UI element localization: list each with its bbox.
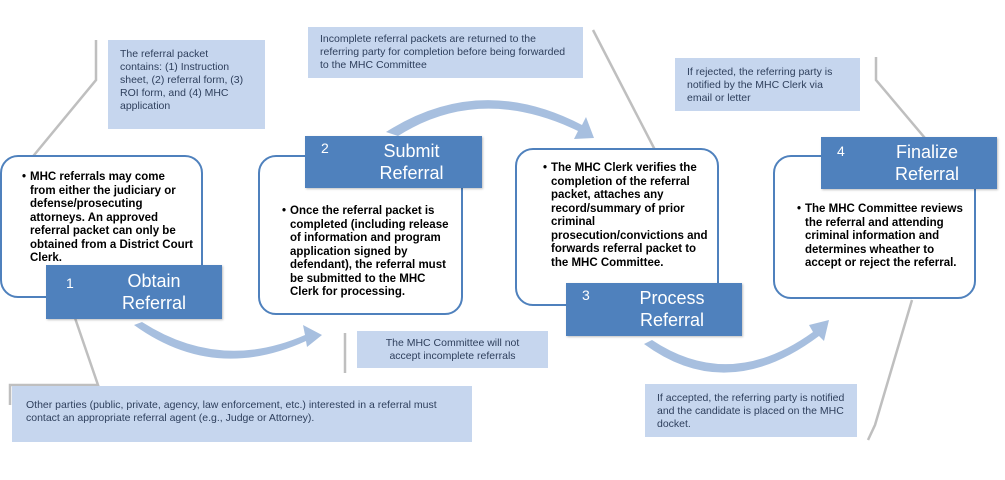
note-other-parties: Other parties (public, private, agency, … [12, 386, 472, 442]
step-3-box: The MHC Clerk verifies the completion of… [515, 148, 719, 306]
step-1-bullet: MHC referrals may come from either the j… [22, 171, 193, 266]
step-2-label: 2 Submit Referral [305, 136, 482, 188]
step-2-title-line2: Referral [379, 163, 444, 183]
step-3-title-line2: Referral [639, 310, 705, 330]
step-4-number: 4 [837, 143, 845, 159]
arc-obtain-to-submit [134, 322, 322, 359]
step-4-title-line2: Referral [894, 164, 960, 184]
note-no-incomplete: The MHC Committee will not accept incomp… [357, 331, 548, 368]
connector-other-parties [8, 317, 100, 405]
step-4-label: 4 Finalize Referral [821, 137, 997, 189]
arc-process-to-finalize [644, 320, 829, 373]
step-3-title-line1: Process [639, 288, 705, 308]
step-4-title-line1: Finalize [895, 142, 959, 162]
note-rejected: If rejected, the referring party is noti… [675, 58, 860, 111]
step-2-title-line1: Submit [383, 141, 440, 161]
note-accepted: If accepted, the referring party is noti… [645, 384, 857, 437]
arc-submit-to-process [386, 100, 594, 139]
connector-rejected [874, 57, 936, 151]
step-3-number: 3 [582, 287, 590, 303]
step-1-box: MHC referrals may come from either the j… [0, 155, 203, 298]
connector-incomplete-returned [591, 29, 657, 151]
step-1-label: 1 Obtain Referral [46, 265, 222, 319]
step-3-label: 3 Process Referral [566, 283, 742, 336]
connector-accepted [866, 299, 914, 441]
step-3-bullet: The MHC Clerk verifies the completion of… [543, 162, 709, 270]
connector-packet-contents [29, 40, 98, 161]
step-2-bullet: Once the referral packet is completed (i… [282, 205, 453, 300]
step-1-title-line1: Obtain [127, 271, 181, 291]
step-2-number: 2 [321, 140, 329, 156]
note-incomplete-returned: Incomplete referral packets are returned… [308, 27, 583, 78]
step-1-title-line2: Referral [121, 293, 187, 313]
step-4-bullet: The MHC Committee reviews the referral a… [797, 203, 966, 271]
note-packet-contents: The referral packet contains: (1) Instru… [108, 40, 265, 129]
step-1-number: 1 [66, 275, 74, 291]
